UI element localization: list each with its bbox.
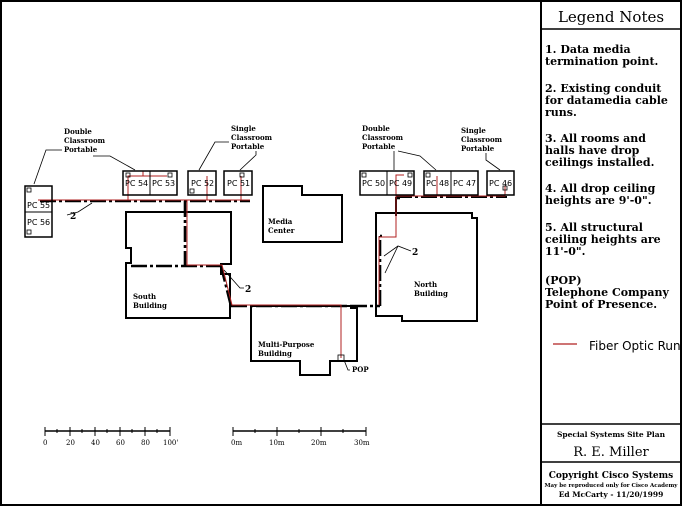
- legend-note-1: 1. Data media termination point.: [545, 43, 659, 68]
- double-right-heading-3: Portable: [362, 142, 396, 151]
- copyright-line: Copyright Cisco Systems: [549, 471, 674, 481]
- scale-ft-tick-40: 40: [91, 439, 100, 447]
- leader-line: [239, 151, 257, 171]
- north-building-label-1: North: [414, 280, 437, 289]
- pc-53-label: PC 53: [152, 179, 175, 188]
- legend-note-3: 3. All rooms and halls have drop ceiling…: [545, 132, 655, 169]
- single-left-heading-2: Classroom: [231, 133, 273, 142]
- pc-49-label: PC 49: [389, 179, 412, 188]
- single-left-heading-3: Portable: [231, 142, 265, 151]
- pop-definition: (POP) Telephone Company Point of Presenc…: [545, 274, 669, 311]
- scale-ft-tick-60: 60: [116, 439, 125, 447]
- north-building-outline: [375, 212, 478, 322]
- media-center-label-1: Media: [268, 217, 293, 226]
- pc-55-label: PC 55: [27, 201, 50, 210]
- south-building-outline: [125, 211, 232, 319]
- scale-ft-tick-0: 0: [43, 439, 47, 447]
- legend-note-4: 4. All drop ceiling heights are 9'-0".: [545, 182, 656, 207]
- pc-46-label: PC 46: [489, 179, 512, 188]
- scale-bar-meters: 0m 10m 20m 30m: [231, 427, 370, 447]
- north-building-label-2: Building: [414, 289, 448, 298]
- author-name: R. E. Miller: [573, 445, 649, 460]
- single-right-heading-3: Portable: [461, 144, 495, 153]
- plan-title: Special Systems Site Plan: [557, 430, 666, 439]
- multi-purpose-building-outline: [250, 305, 358, 376]
- pc-48-label: PC 48: [426, 179, 449, 188]
- scale-ft-tick-100: 100': [163, 439, 178, 447]
- legend-note-2: 2. Existing conduit for datamedia cable …: [545, 82, 668, 119]
- fiber-optic-runs: [38, 171, 506, 358]
- double-left-heading-3: Portable: [64, 145, 98, 154]
- double-right-heading-1: Double: [362, 124, 390, 133]
- data-media-termination-points: [26, 172, 508, 362]
- media-center-outline: [262, 185, 343, 243]
- portable-single-52: [187, 170, 217, 196]
- leader-line: [93, 155, 136, 171]
- scale-ft-tick-80: 80: [141, 439, 150, 447]
- scale-m-tick-0: 0m: [231, 439, 242, 447]
- callout-leader: [66, 202, 93, 216]
- media-center-label-2: Center: [268, 226, 295, 235]
- scale-ft-tick-20: 20: [66, 439, 75, 447]
- leader-line: [33, 149, 62, 185]
- portable-single-46: [486, 170, 515, 196]
- pc-54-label: PC 54: [125, 179, 148, 188]
- scale-m-tick-30: 30m: [354, 439, 370, 447]
- pc-50-label: PC 50: [362, 179, 385, 188]
- scale-bar-feet: 0 20 40 60 80 100': [43, 427, 178, 447]
- callout-leader: [384, 245, 399, 274]
- conduit-callout-1: 2: [70, 212, 76, 222]
- single-right-heading-1: Single: [461, 126, 486, 135]
- pc-56-label: PC 56: [27, 218, 50, 227]
- legend-note-5: 5. All structural ceiling heights are 11…: [545, 221, 661, 258]
- pc-51-label: PC 51: [227, 179, 250, 188]
- multi-purpose-label-2: Building: [258, 349, 292, 358]
- scale-m-tick-20: 20m: [311, 439, 327, 447]
- leader-line: [397, 150, 437, 171]
- fiber-legend-label: Fiber Optic Run: [589, 339, 681, 353]
- portable-single-51: [223, 170, 253, 196]
- pop-leader: [343, 359, 350, 371]
- conduit-callout-2: 2: [245, 285, 251, 295]
- drafter-line: Ed McCarty - 11/20/1999: [559, 490, 664, 499]
- pc-52-label: PC 52: [191, 179, 214, 188]
- leader-line: [198, 141, 229, 171]
- double-left-heading-2: Classroom: [64, 136, 106, 145]
- double-right-heading-2: Classroom: [362, 133, 404, 142]
- single-right-heading-2: Classroom: [461, 135, 503, 144]
- legend-title: Legend Notes: [558, 8, 664, 26]
- reproduction-note: May be reproduced only for Cisco Academy: [544, 483, 678, 489]
- conduit-callout-3: 2: [412, 248, 418, 258]
- south-building-label-1: South: [133, 292, 156, 301]
- scale-m-tick-10: 10m: [269, 439, 285, 447]
- pop-callout: POP: [352, 365, 369, 374]
- pc-47-label: PC 47: [453, 179, 476, 188]
- south-building-label-2: Building: [133, 301, 167, 310]
- multi-purpose-label-1: Multi-Purpose: [258, 340, 315, 349]
- leader-line: [485, 153, 501, 171]
- conduit-runs: [40, 196, 400, 308]
- double-left-heading-1: Double: [64, 127, 92, 136]
- single-left-heading-1: Single: [231, 124, 256, 133]
- callout-leader: [223, 269, 244, 289]
